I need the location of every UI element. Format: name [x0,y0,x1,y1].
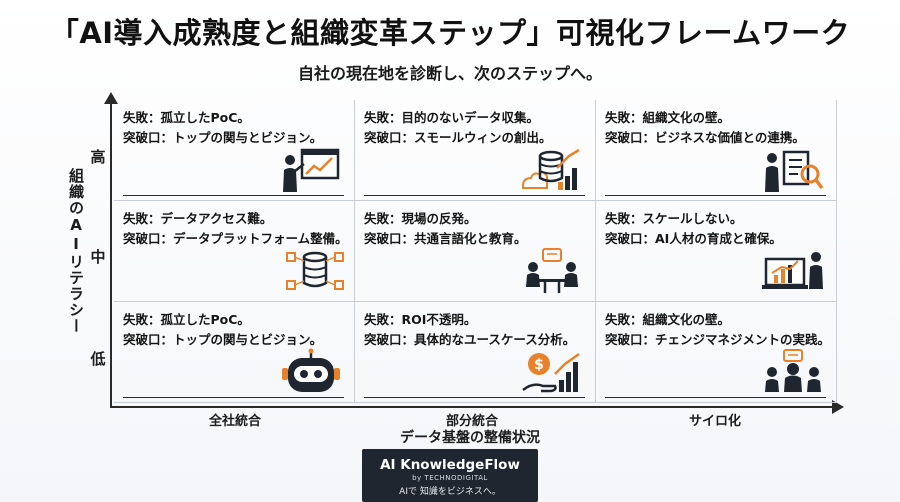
cell-fail-text: 失敗：現場の反発。 [364,211,477,226]
y-tick-mid: 中 [90,248,106,266]
cell-breakthrough-text: 突破口：データプラットフォーム整備。 [123,231,348,246]
cell-fail-text: 失敗：組織文化の壁。 [605,312,731,327]
x-axis-line [110,406,838,408]
x-tick-integrated: 全社統合 [208,414,261,429]
page-subtitle: 自社の現在地を診断し、次のステップへ。 [297,64,602,83]
presenter-chart-icon [283,148,340,192]
grid-cell: 失敗：目的のないデータ収集。 突破口：スモールウィンの創出。 [355,100,596,201]
y-tick-low: 低 [90,350,106,368]
cell-breakthrough-text: 突破口：スモールウィンの創出。 [364,130,552,145]
y-axis-line [110,100,112,408]
analyst-checklist-icon [765,150,824,192]
cell-breakthrough-text: 突破口：ビジネスな価値との連携。 [605,130,805,145]
cell-breakthrough-text: 突破口：共通言語化と教育。 [364,231,527,246]
cell-underline [605,195,826,196]
cell-fail-text: 失敗：組織文化の壁。 [605,110,731,125]
cell-fail-text: 失敗：スケールしない。 [605,211,743,226]
grid-cell: 失敗：スケールしない。 突破口：AI人材の育成と確保。 [596,201,837,302]
y-tick-high: 高 [90,148,106,166]
grid-cell: 失敗：データアクセス難。 突破口：データプラットフォーム整備。 [114,201,355,302]
brand-by: by TECHNODIGITAL [412,474,488,482]
cell-fail-text: 失敗：目的のないデータ収集。 [364,110,540,125]
maturity-grid: 失敗：孤立したPoC。 突破口：トップの関与とビジョン。 失敗：目的のないデータ… [114,100,838,404]
grid-cell: 失敗：孤立したPoC。 突破口：トップの関与とビジョン。 [114,302,355,403]
cell-underline [364,195,585,196]
cell-breakthrough-text: 突破口：具体的なユースケース分析。 [364,332,576,347]
data-platform-icon [286,251,344,290]
page-title: 「AI導入成熟度と組織変革ステップ」可視化フレームワーク [49,16,851,50]
y-axis-arrow-icon [104,92,118,104]
cell-fail-text: 失敗：孤立したPoC。 [123,110,250,125]
cell-fail-text: 失敗：孤立したPoC。 [123,312,250,327]
cell-breakthrough-text: 突破口：チェンジマネジメントの実践。 [605,332,831,347]
team-change-icon [765,349,821,392]
svg-text:$: $ [534,357,544,373]
cell-fail-text: 失敗：ROI不透明。 [364,312,477,327]
cell-breakthrough-text: 突破口：トップの関与とビジョン。 [123,332,323,347]
meeting-icon [526,248,578,293]
cell-underline [364,397,585,398]
grid-cell: 失敗：組織文化の壁。 突破口：チェンジマネジメントの実践。 [596,302,837,403]
x-tick-partial: 部分統合 [445,414,498,429]
grid-cell: 失敗：孤立したPoC。 突破口：トップの関与とビジョン。 [114,100,355,201]
cell-fail-text: 失敗：データアクセス難。 [123,211,273,226]
brand-badge: AI KnowledgeFlow by TECHNODIGITAL AIで 知識… [362,449,538,502]
grid-cell: 失敗：ROI不透明。 突破口：具体的なユースケース分析。 $ [355,302,596,403]
cell-breakthrough-text: 突破口：AI人材の育成と確保。 [605,231,782,246]
grid-cell: 失敗：現場の反発。 突破口：共通言語化と教育。 [355,201,596,302]
x-tick-silo: サイロ化 [688,414,741,429]
cell-underline [605,397,826,398]
database-growth-icon [522,148,580,190]
y-axis-label: 組織のAIリテラシー [67,168,85,334]
roi-money-icon: $ [522,352,580,393]
x-axis-label: データ基盤の整備状況 [400,430,540,446]
x-axis-arrow-icon [832,400,844,414]
robot-icon [282,348,340,392]
brand-name: AI KnowledgeFlow [380,457,520,473]
brand-tagline: AIで 知識をビジネスへ。 [399,487,501,497]
cell-underline [123,397,344,398]
cell-underline [123,195,344,196]
cell-breakthrough-text: 突破口：トップの関与とビジョン。 [123,130,323,145]
grid-cell: 失敗：組織文化の壁。 突破口：ビジネスな価値との連携。 [596,100,837,201]
laptop-presenter-icon [762,252,823,289]
